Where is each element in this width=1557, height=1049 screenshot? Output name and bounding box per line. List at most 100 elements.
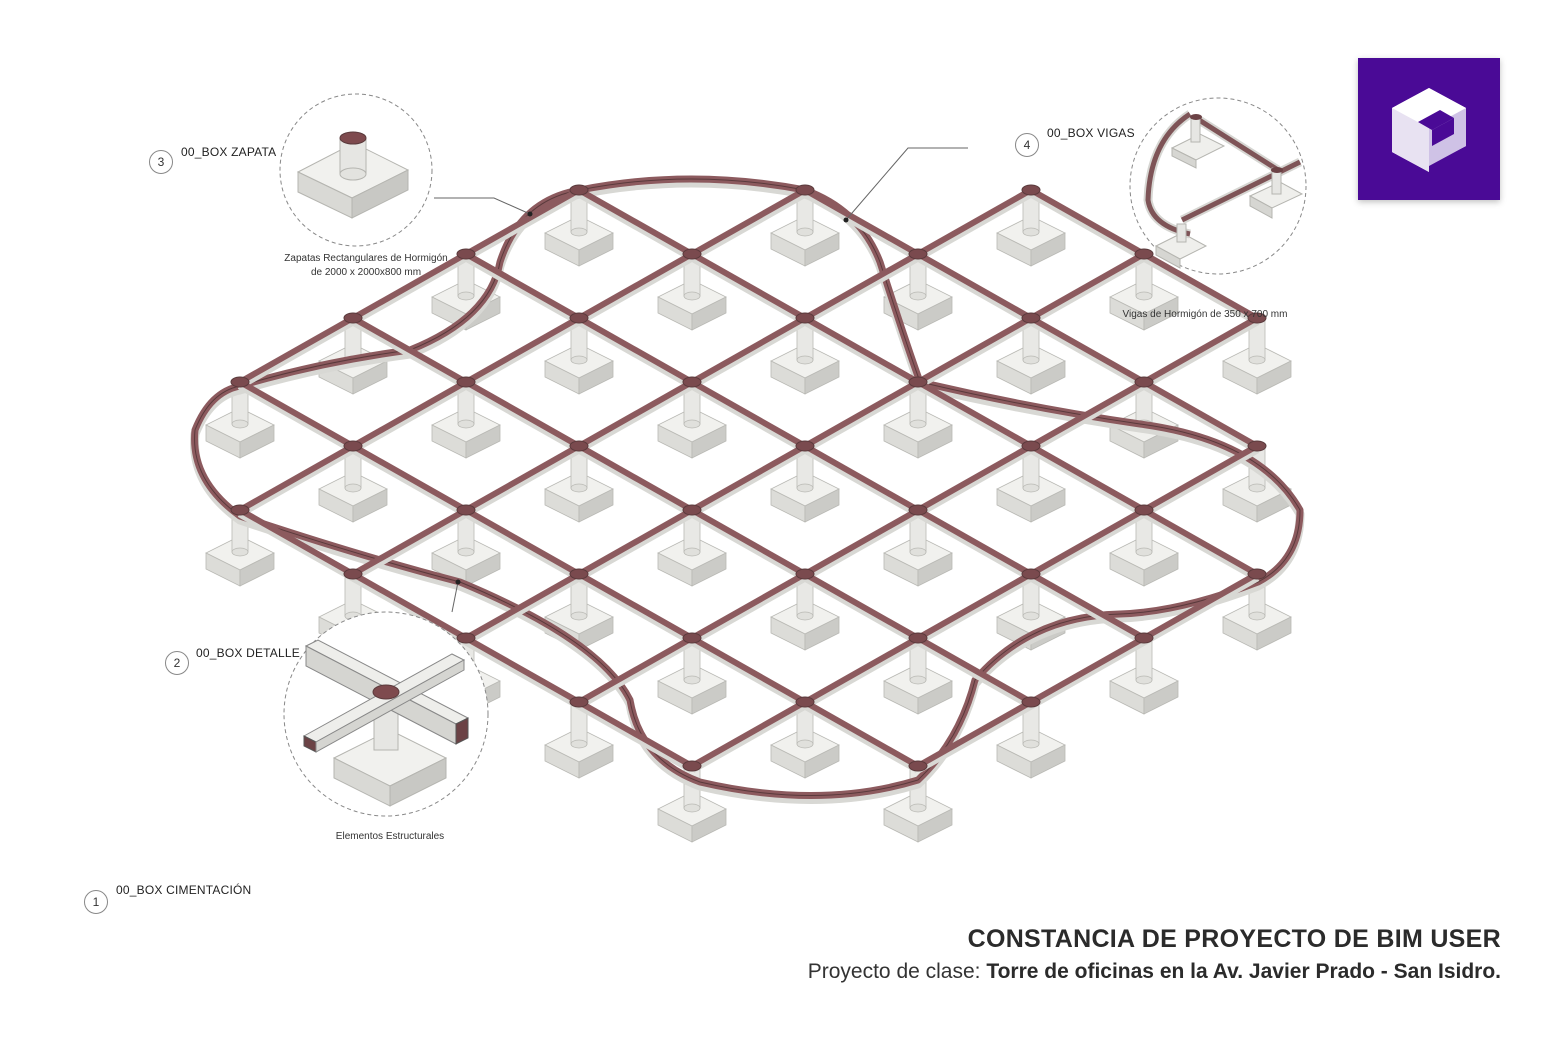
grid-beam — [803, 443, 920, 513]
grid-beam — [690, 507, 807, 577]
beam-node — [795, 696, 815, 708]
bim-cube-logo-icon — [1392, 88, 1466, 172]
grid-beam — [464, 443, 581, 513]
beam-node — [1021, 184, 1041, 196]
grid-beam — [803, 699, 920, 769]
grid-beam — [351, 443, 468, 513]
grid-beam — [464, 507, 581, 577]
grid-beam — [803, 379, 920, 449]
grid-beam — [1029, 379, 1146, 449]
beam-node — [908, 248, 928, 260]
grid-beam — [916, 571, 1033, 641]
grid-beam — [803, 187, 920, 257]
callout-number-2: 2 — [165, 651, 189, 675]
footer-subtitle-prefix: Proyecto de clase: — [807, 960, 987, 983]
grid-beam — [1142, 379, 1259, 449]
beam-node — [908, 376, 928, 388]
grid-beam — [916, 251, 1033, 321]
grid-beam — [577, 443, 694, 513]
grid-beam — [916, 187, 1033, 257]
grid-beam — [916, 699, 1033, 769]
beam-node — [795, 184, 815, 196]
grid-beam — [916, 443, 1033, 513]
footer-subtitle-project: Torre de oficinas en la Av. Javier Prado… — [986, 960, 1501, 983]
beam-node — [1021, 440, 1041, 452]
beam-node — [908, 632, 928, 644]
beam-node — [1134, 248, 1154, 260]
grid-beams-layer — [237, 187, 1260, 773]
beam-node — [456, 632, 476, 644]
beam-node — [682, 376, 702, 388]
grid-beam — [803, 635, 920, 705]
grid-beam — [1142, 443, 1259, 513]
grid-beam — [238, 443, 355, 513]
grid-beam — [1142, 507, 1259, 577]
grid-beam — [690, 187, 807, 257]
grid-beam — [916, 507, 1033, 577]
beam-node — [1247, 568, 1267, 580]
grid-beam — [464, 571, 581, 641]
grid-beam — [803, 315, 920, 385]
beam-node — [1021, 312, 1041, 324]
beam-node — [1021, 696, 1041, 708]
caption-vigas: Vigas de Hormigón de 350 x 700 mm — [1122, 309, 1288, 320]
callout-label-vigas: 00_BOX VIGAS — [1047, 126, 1135, 140]
detail-bubble-vigas — [1129, 97, 1307, 275]
grid-beam — [577, 635, 694, 705]
grid-beam — [803, 251, 920, 321]
beam-node — [1247, 312, 1267, 324]
grid-beam — [690, 251, 807, 321]
grid-beam — [916, 379, 1033, 449]
beam-node — [682, 504, 702, 516]
callout-number-4: 4 — [1015, 133, 1039, 157]
grid-beam — [577, 251, 694, 321]
grid-beam — [577, 571, 694, 641]
beam-node — [569, 568, 589, 580]
grid-beam — [351, 571, 468, 641]
grid-beam — [1142, 315, 1259, 385]
callout-label-detalle: 00_BOX DETALLE — [196, 646, 300, 660]
beam-node — [569, 184, 589, 196]
beam-node — [908, 504, 928, 516]
grid-beam — [351, 507, 468, 577]
grid-beam — [464, 315, 581, 385]
grid-beam — [690, 699, 807, 769]
beam-node — [230, 504, 250, 516]
caption-zapata: Zapatas Rectangulares de Hormigón de 200… — [266, 252, 466, 280]
grid-beam — [1029, 443, 1146, 513]
bim-user-logo — [1358, 58, 1500, 200]
beam-node — [1247, 440, 1267, 452]
beam-node — [682, 248, 702, 260]
grid-beam — [351, 315, 468, 385]
grid-beam — [916, 635, 1033, 705]
beam-node — [682, 760, 702, 772]
grid-beam — [577, 507, 694, 577]
grid-beam — [1029, 507, 1146, 577]
grid-beam — [1029, 251, 1146, 321]
beam-node — [456, 504, 476, 516]
beam-node — [569, 440, 589, 452]
beam-node — [569, 312, 589, 324]
beam-node — [795, 440, 815, 452]
caption-zapata-line2: de 2000 x 2000x800 mm — [310, 267, 422, 278]
beam-node — [343, 312, 363, 324]
grid-beam — [1029, 635, 1146, 705]
grid-beam — [577, 699, 694, 769]
beam-node — [682, 632, 702, 644]
grid-beam — [690, 635, 807, 705]
beam-node — [230, 376, 250, 388]
grid-beam — [238, 315, 355, 385]
grid-beam — [690, 571, 807, 641]
grid-beam — [238, 379, 355, 449]
beam-node — [1134, 632, 1154, 644]
grid-beam — [1142, 571, 1259, 641]
caption-zapata-line1: Zapatas Rectangulares de Hormigón — [284, 253, 448, 264]
beam-node — [343, 568, 363, 580]
grid-beam — [464, 635, 581, 705]
grid-beam — [916, 315, 1033, 385]
grid-beam — [577, 379, 694, 449]
grid-beam — [351, 379, 468, 449]
beam-node — [1134, 376, 1154, 388]
